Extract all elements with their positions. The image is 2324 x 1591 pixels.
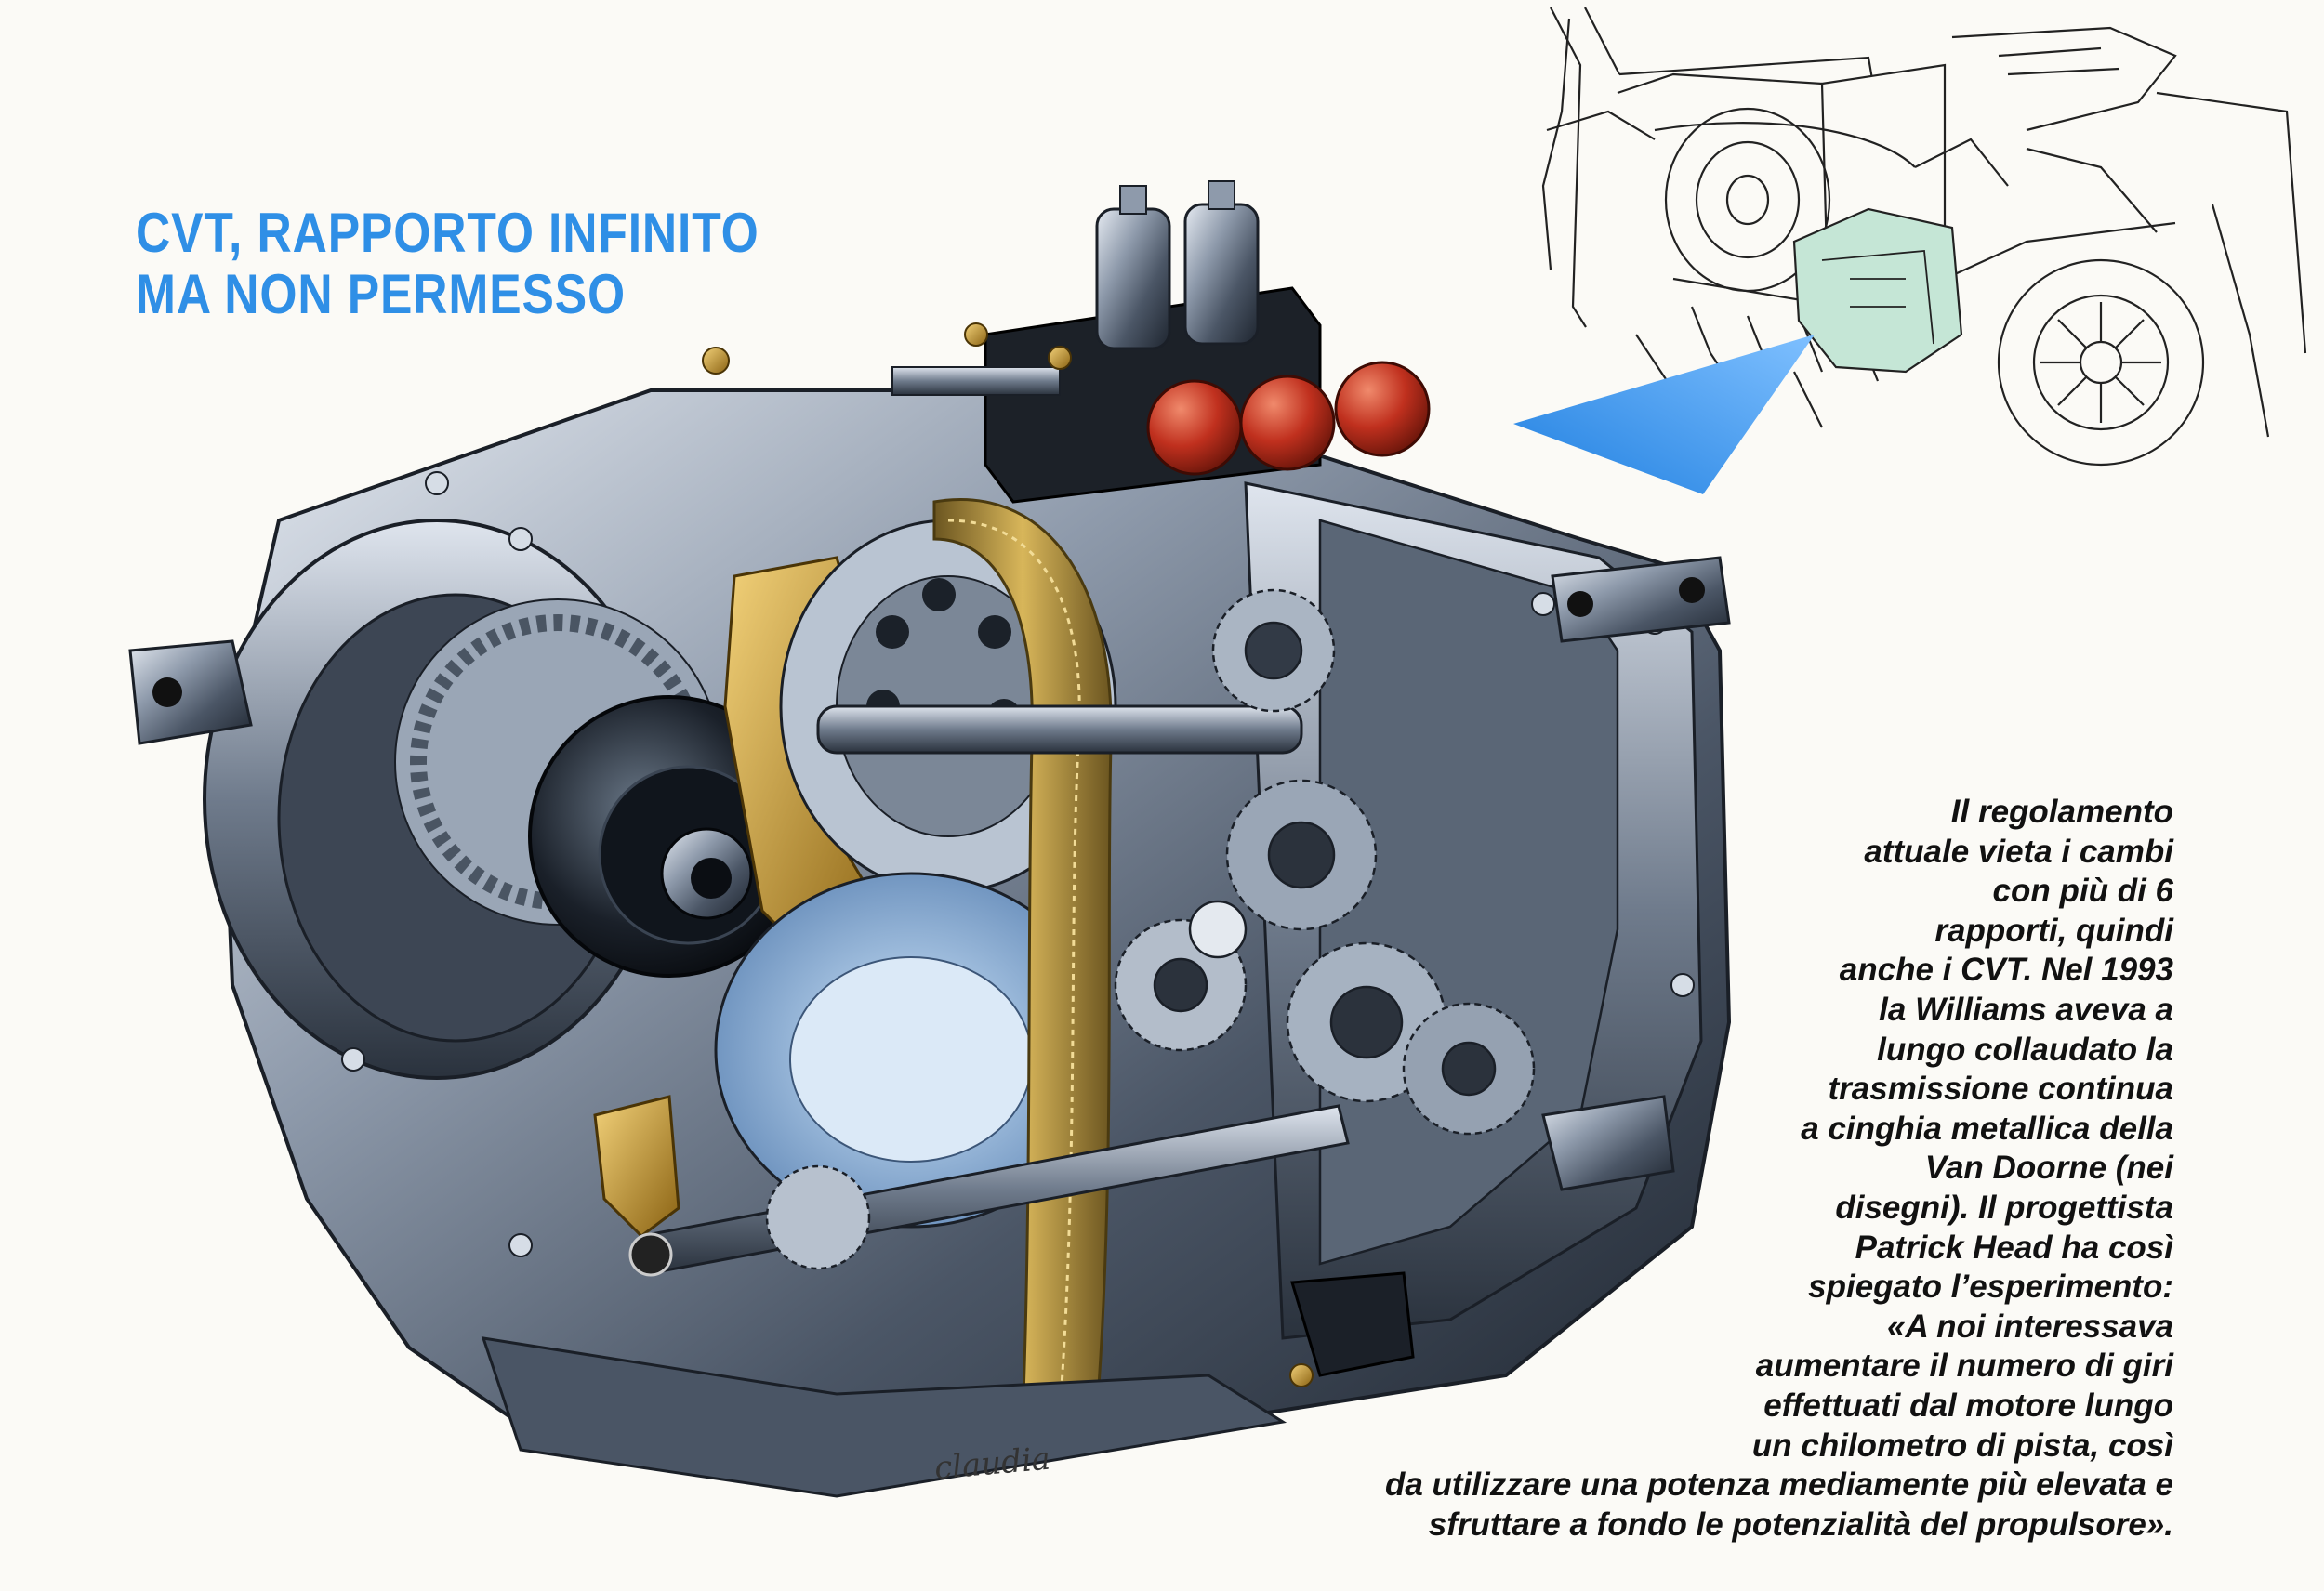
caption-line: sfruttare a fondo le potenzialità del pr… (1428, 1506, 2173, 1543)
caption-line: Il regolamento (1950, 794, 2173, 830)
caption-line: Patrick Head ha così (1855, 1229, 2173, 1266)
gearbox-cutaway-illustration (128, 180, 1732, 1498)
caption-line: a cinghia metallica della (1801, 1110, 2173, 1147)
caption-line: spiegato l’esperimento: (1808, 1269, 2173, 1306)
caption-line: lungo collaudato la (1877, 1031, 2173, 1068)
headline-line-2: MA NON PERMESSO (136, 263, 627, 325)
headline: CVT, RAPPORTO INFINITO MA NON PERMESSO (136, 203, 759, 325)
caption-line: anche i CVT. Nel 1993 (1839, 952, 2173, 989)
caption-line: con più di 6 (1992, 873, 2173, 910)
caption-line: Van Doorne (nei (1924, 1150, 2173, 1187)
caption-line: «A noi interessava (1886, 1308, 2173, 1345)
headline-line-1: CVT, RAPPORTO INFINITO (136, 202, 759, 264)
caption-line: disegni). Il progettista (1835, 1189, 2173, 1226)
caption-line: un chilometro di pista, così (1751, 1427, 2173, 1464)
caption-line: effettuati dal motore lungo (1763, 1387, 2173, 1424)
highlighted-gearbox-inset (1792, 207, 1963, 374)
caption-line: attuale vieta i cambi (1864, 833, 2173, 870)
caption-line: aumentare il numero di giri (1755, 1348, 2173, 1385)
caption-line: da utilizzare una potenza mediamente più… (1384, 1466, 2173, 1504)
caption-line: trasmissione continua (1828, 1071, 2173, 1108)
caption-line: rapporti, quindi (1934, 912, 2173, 949)
location-pointer (1513, 335, 1815, 494)
caption-line: la Williams aveva a (1879, 991, 2173, 1028)
